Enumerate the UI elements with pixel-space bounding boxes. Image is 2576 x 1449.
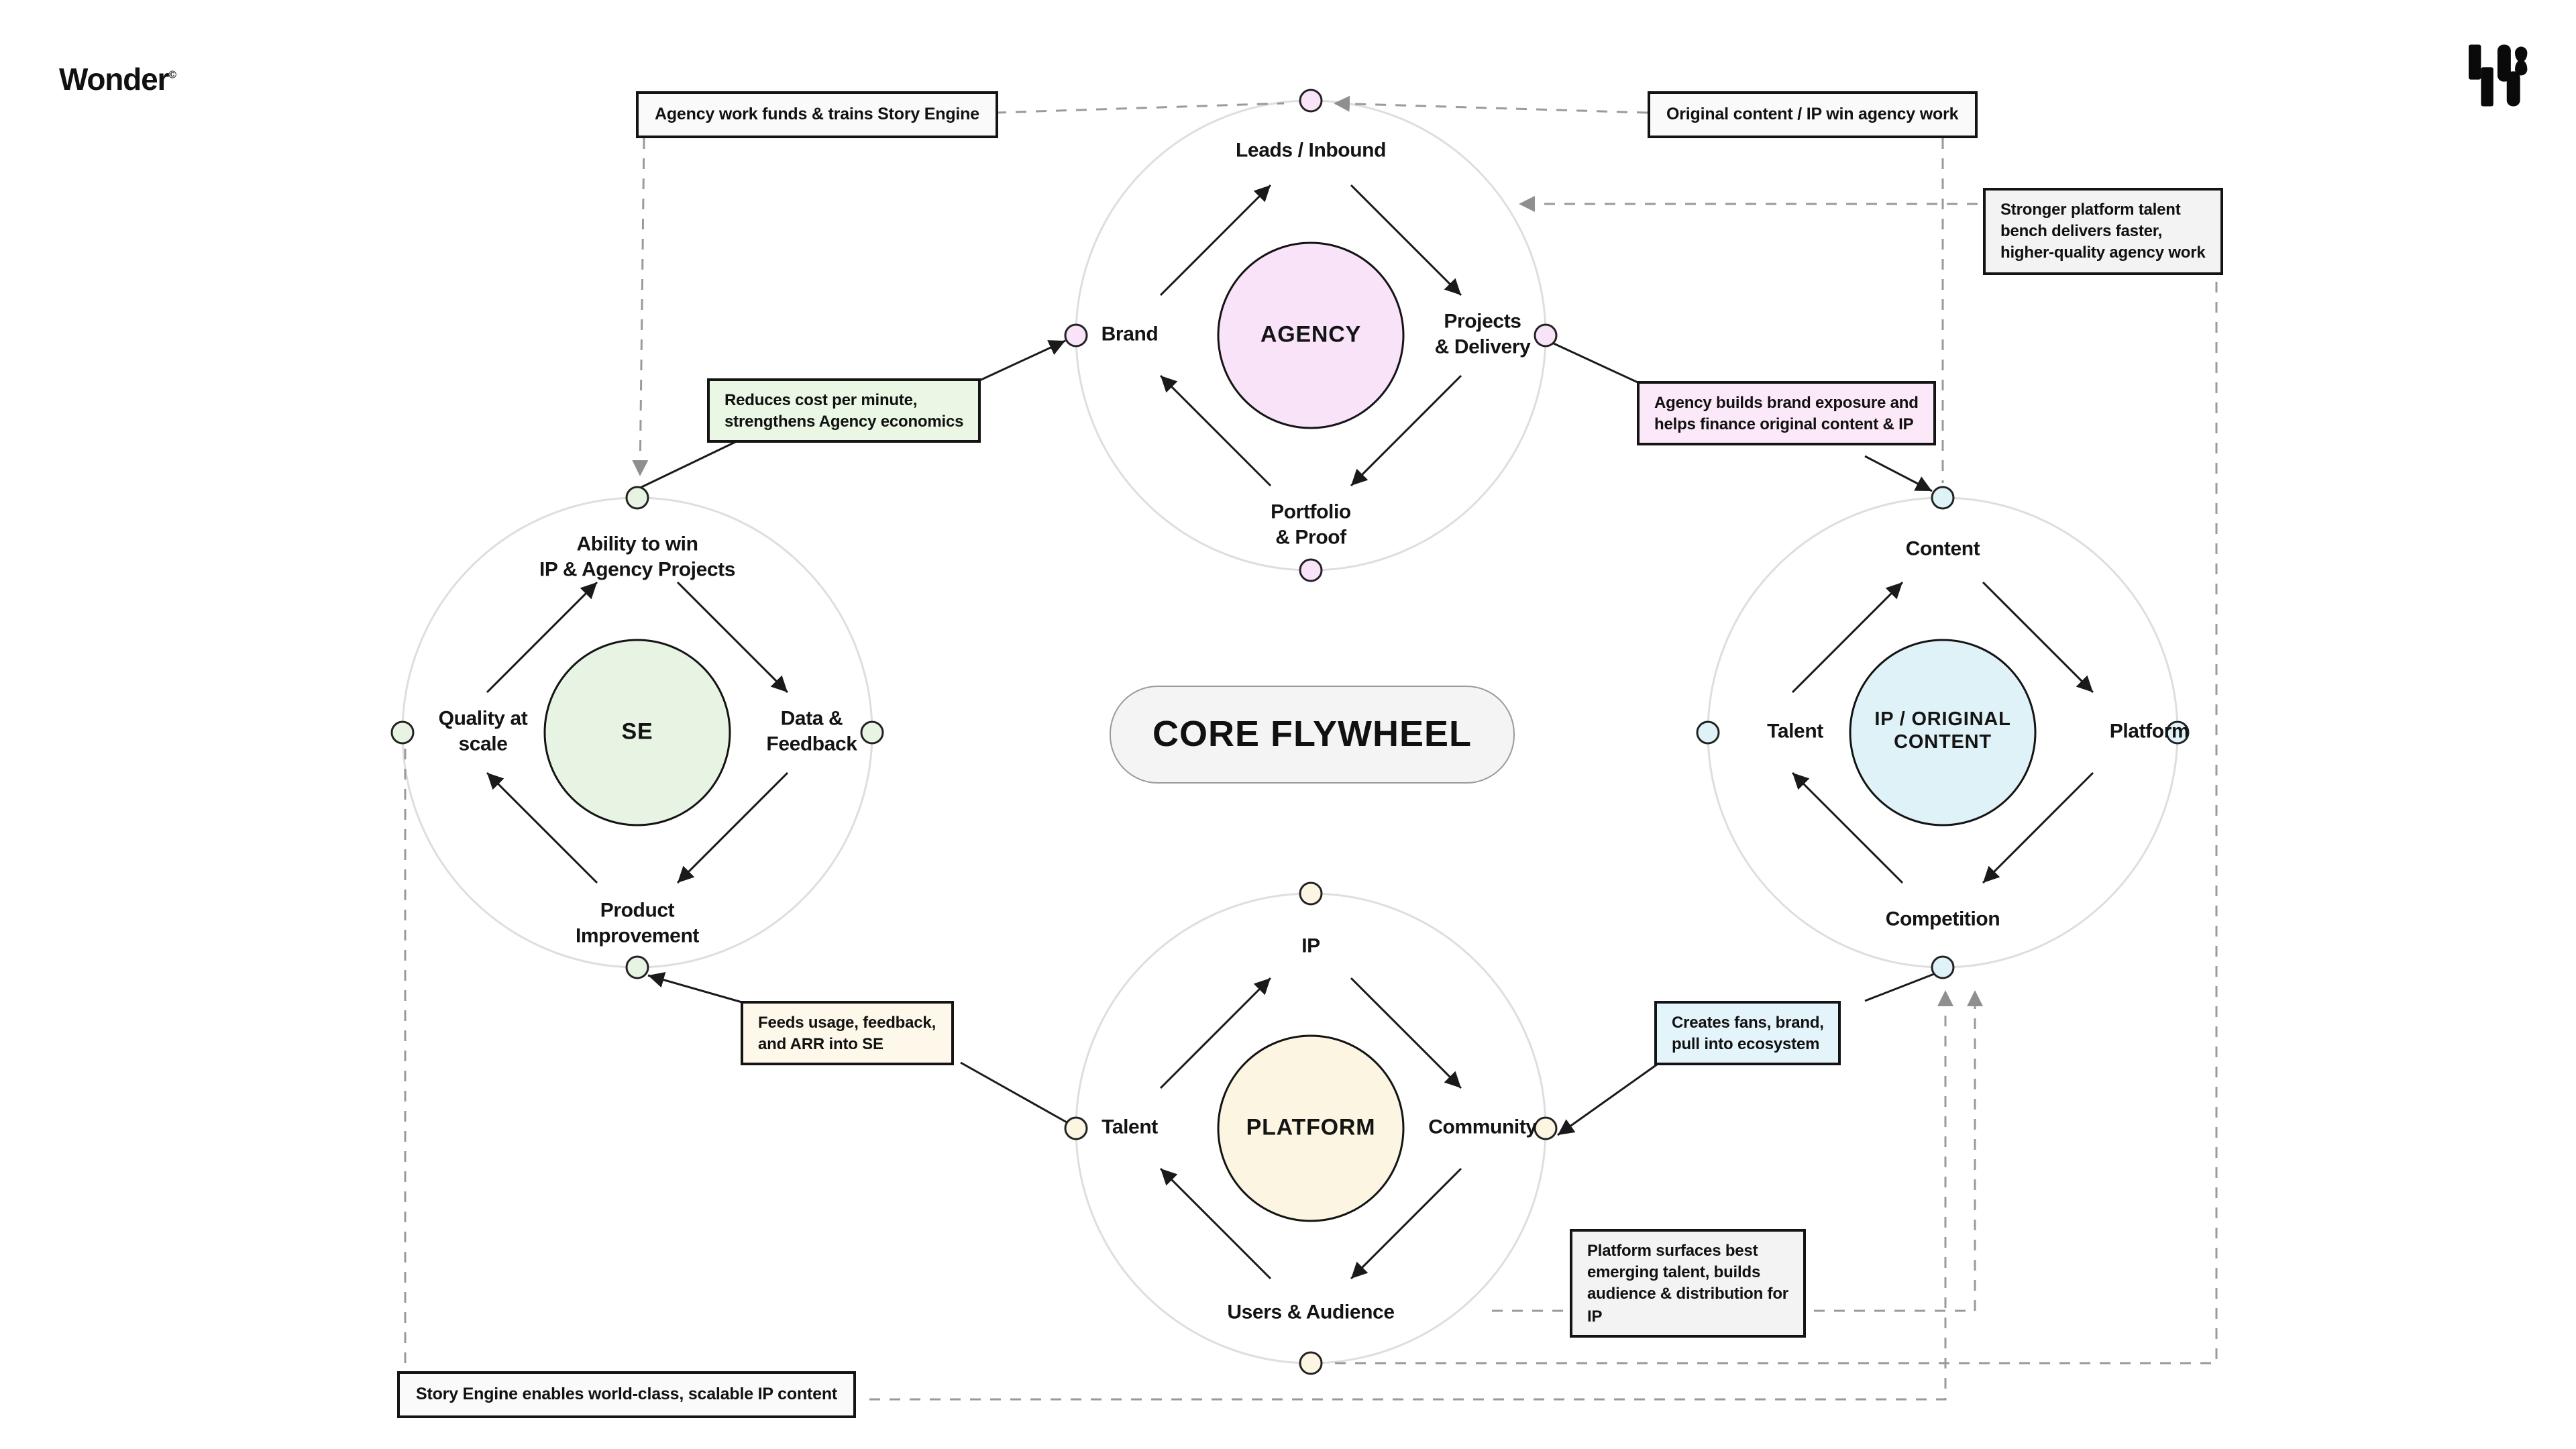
agency-bottom-node[interactable] [1299, 558, 1323, 582]
link-agencyfunds-to-setop [632, 138, 649, 477]
se-hub-label: SE [621, 718, 653, 745]
ip-cycle-arrows [1791, 581, 2094, 884]
platform-hub-circle [1217, 1034, 1405, 1222]
core-flywheel-title: CORE FLYWHEEL [1110, 686, 1515, 784]
agency-left-node[interactable] [1064, 323, 1088, 347]
wonder-logo: Wonder© [59, 62, 176, 97]
note-agency-funds-story-engine: Agency work funds & trains Story Engine [636, 91, 998, 138]
link-feedsusage-to-sebottom [647, 972, 752, 1006]
note-story-engine-enables: Story Engine enables world-class, scalab… [397, 1371, 857, 1418]
link-createsfans-to-community [1557, 1061, 1660, 1136]
note-platform-surfaces-talent: Platform surfaces best emerging talent, … [1570, 1229, 1806, 1338]
platform-top-node[interactable] [1299, 881, 1323, 906]
agency-hub-circle [1217, 241, 1405, 429]
platform-node-users-audience: Users & Audience [1227, 1301, 1395, 1324]
link-ipbottom-to-createsfans [1864, 971, 1938, 1002]
note-stronger-platform-talent: Stronger platform talent bench delivers … [1983, 188, 2223, 275]
link-agencyright-to-agencybuilds [1553, 342, 1644, 386]
link-setop-to-reducescost [633, 440, 737, 492]
platform-bottom-node[interactable] [1299, 1351, 1323, 1375]
node-dots [390, 89, 2190, 1375]
agency-node-brand: Brand [1101, 323, 1159, 346]
link-reducescost-to-brand [975, 339, 1066, 384]
se-bottom-node[interactable] [625, 955, 649, 979]
se-node-quality-at-scale: Quality at scale [438, 707, 528, 756]
se-right-node[interactable] [860, 720, 884, 745]
agency-node-leads-inbound: Leads / Inbound [1236, 139, 1386, 162]
se-node-data-feedback: Data & Feedback [766, 707, 857, 756]
link-agencybuilds-to-iptop [1864, 455, 1933, 492]
link-platformtalent-to-feedsusage [960, 1061, 1069, 1124]
ip-left-node[interactable] [1696, 720, 1720, 745]
se-node-product-improvement: Product Improvement [576, 899, 699, 948]
link-agencyfunds-to-agencytop [995, 102, 1285, 114]
ip-bottom-node[interactable] [1931, 955, 1955, 979]
note-original-content-wins-agency: Original content / IP win agency work [1648, 91, 1978, 138]
ip-right-node[interactable] [2165, 720, 2190, 745]
platform-right-node[interactable] [1534, 1116, 1558, 1140]
se-hub-circle [543, 639, 731, 826]
ip-hub-label: IP / ORIGINAL CONTENT [1874, 709, 2011, 754]
ip-node-talent: Talent [1767, 720, 1823, 743]
se-node-ability-to-win: Ability to win IP & Agency Projects [539, 533, 736, 582]
agency-hub-label: AGENCY [1260, 321, 1362, 347]
platform-node-ip: IP [1301, 934, 1320, 958]
note-feeds-usage-arr: Feeds usage, feedback, and ARR into SE [741, 1001, 954, 1066]
link-platformbottom-to-talentbench [1331, 282, 2218, 1364]
platform-left-node[interactable] [1064, 1116, 1088, 1140]
ip-node-competition: Competition [1885, 908, 2000, 931]
note-agency-builds-brand: Agency builds brand exposure and helps f… [1637, 381, 1936, 446]
agency-top-node[interactable] [1299, 89, 1323, 113]
agency-right-node[interactable] [1534, 323, 1558, 347]
platform-node-community: Community [1428, 1116, 1537, 1139]
agency-node-projects-delivery: Projects & Delivery [1434, 310, 1531, 359]
se-top-node[interactable] [625, 486, 649, 510]
note-creates-fans: Creates fans, brand, pull into ecosystem [1654, 1001, 1841, 1066]
platform-node-talent: Talent [1102, 1116, 1158, 1139]
note-reduces-cost: Reduces cost per minute, strengthens Age… [707, 378, 981, 443]
agency-node-portfolio-proof: Portfolio & Proof [1271, 500, 1351, 549]
link-ipwins-to-agencytop [1333, 95, 1648, 114]
wonder-monogram-icon [2469, 44, 2528, 107]
platform-cycle-arrows [1159, 977, 1462, 1280]
ip-node-content: Content [1905, 537, 1980, 561]
platform-hub-label: PLATFORM [1246, 1114, 1376, 1140]
link-storyengine-to-ipbottom [869, 990, 1953, 1401]
registered-mark: © [168, 68, 176, 81]
ip-top-node[interactable] [1931, 486, 1955, 510]
solid-links [633, 339, 1938, 1136]
se-cycle-arrows [486, 581, 789, 884]
ip-hub-circle [1849, 639, 2037, 826]
ip-node-platform: Platform [2109, 720, 2190, 743]
se-left-node[interactable] [390, 720, 415, 745]
agency-cycle-arrows [1159, 184, 1462, 487]
